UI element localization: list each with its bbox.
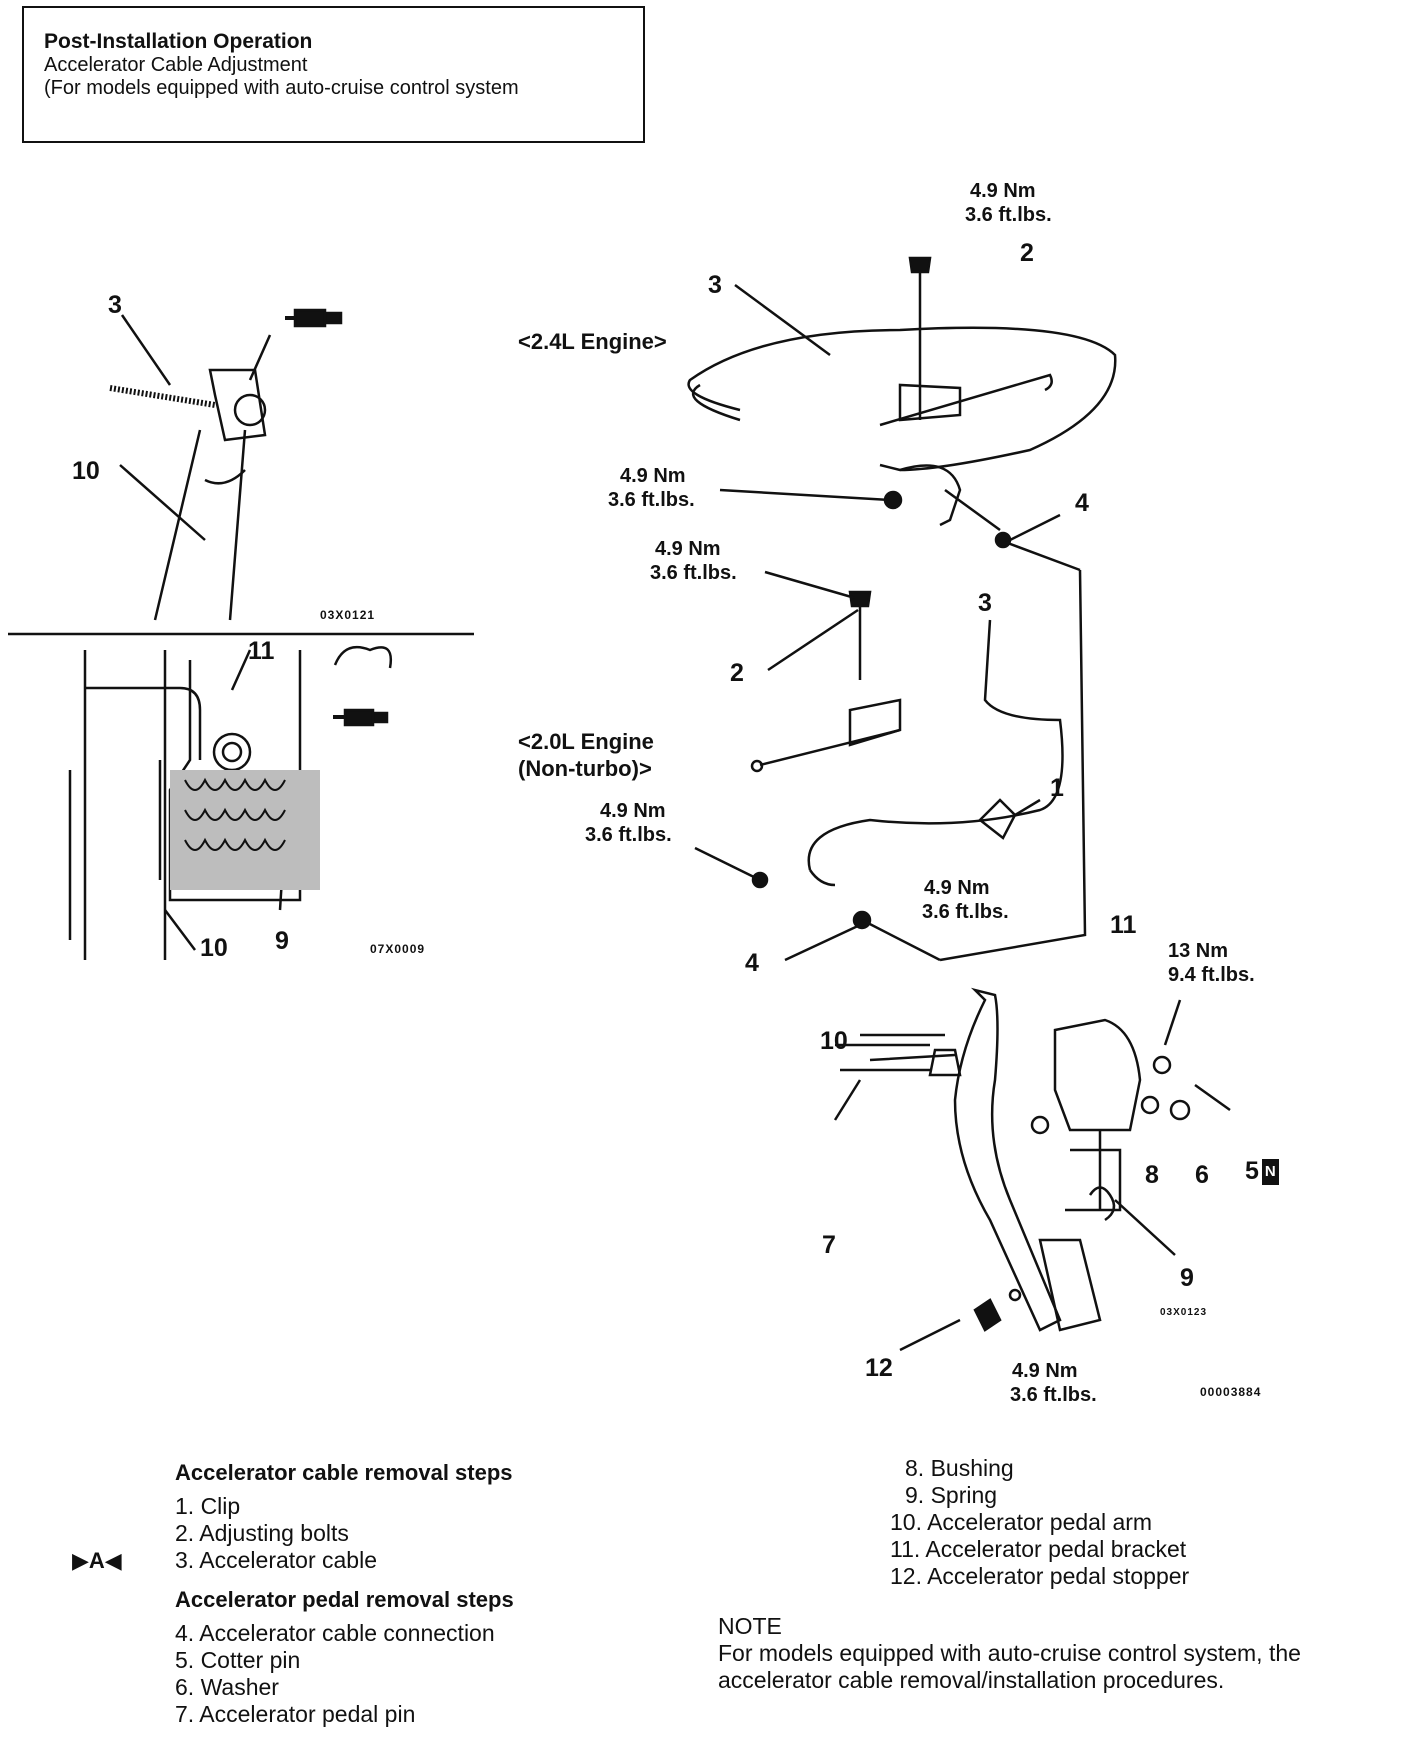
callout-9: 9 [1180, 1264, 1194, 1292]
bracket-20L [848, 698, 902, 747]
torque-top-nm: 4.9 Nm [970, 180, 1036, 202]
inset-spring [184, 777, 286, 851]
pedal-pad [1038, 1238, 1102, 1332]
inset-grease-area [170, 770, 320, 890]
inset-bottom-arm [83, 650, 167, 960]
engine-24L-label: <2.4L Engine> [518, 329, 667, 354]
cable-steps-heading: Accelerator cable removal steps [175, 1460, 513, 1485]
inset-pedal-arm [153, 429, 247, 621]
torque-20L-ft: 3.6 ft.lbs. [585, 824, 672, 846]
note-body: For models equipped with auto-cruise con… [718, 1640, 1301, 1693]
torque-clip-ft: 3.6 ft.lbs. [922, 901, 1009, 923]
callout-10-inset-bottom: 10 [200, 934, 228, 962]
callout-10-inset-top: 10 [72, 457, 100, 485]
torque-mid-ft: 3.6 ft.lbs. [650, 562, 737, 584]
grease-icon-top [285, 308, 343, 328]
code-main: 00003884 [1200, 1385, 1262, 1399]
step-item: 4. Accelerator cable connection [175, 1620, 495, 1646]
callout-3-top: 3 [708, 271, 722, 299]
engine-20L-label-2: (Non-turbo)> [518, 756, 652, 781]
step-item: 9. Spring [905, 1482, 998, 1508]
step-item: 12. Accelerator pedal stopper [890, 1563, 1190, 1589]
pedal-steps-heading: Accelerator pedal removal steps [175, 1587, 514, 1612]
callout-11: 11 [1110, 911, 1137, 939]
code-pedal: 03X0123 [1160, 1307, 1208, 1318]
install-marker-a: ▶A◀ [72, 1548, 122, 1573]
step-item: 10. Accelerator pedal arm [890, 1509, 1153, 1535]
pedal-arm [953, 987, 1062, 1332]
inset-pedal-top [208, 368, 267, 442]
bracket-24L [898, 383, 962, 422]
header-box: Post-Installation Operation Accelerator … [22, 6, 645, 143]
step-item: 3. Accelerator cable [175, 1547, 378, 1573]
step-item: 8. Bushing [905, 1455, 1014, 1481]
code-inset-bottom: 07X0009 [370, 942, 426, 956]
callout-12: 12 [865, 1354, 893, 1382]
inset-pin-circle [233, 393, 267, 427]
torque-mid-nm: 4.9 Nm [655, 538, 721, 560]
callout-4-top: 4 [1075, 489, 1089, 517]
torque-13-ft: 9.4 ft.lbs. [1168, 964, 1255, 986]
inset-cable [109, 385, 216, 408]
cable-24L [687, 326, 1117, 472]
code-inset-top: 03X0121 [320, 608, 376, 622]
inset-bolt [212, 732, 252, 772]
spring-9 [1088, 1186, 1116, 1222]
callout-11-inset: 11 [248, 637, 275, 665]
callout-9-inset: 9 [275, 927, 289, 955]
torque-top-ft: 3.6 ft.lbs. [965, 204, 1052, 226]
pedal-bracket [1053, 1018, 1142, 1132]
callout-4-bottom: 4 [745, 949, 759, 977]
engine-20L-label-1: <2.0L Engine [518, 729, 654, 754]
step-item: 1. Clip [175, 1493, 241, 1519]
callout-6: 6 [1195, 1161, 1209, 1189]
step-item: 2. Adjusting bolts [175, 1520, 349, 1546]
note-heading: NOTE [718, 1613, 782, 1639]
step-item: 6. Washer [175, 1674, 279, 1700]
step-item: 11. Accelerator pedal bracket [890, 1536, 1187, 1562]
torque-24L-nm: 4.9 Nm [620, 465, 686, 487]
grease-icon-bottom [333, 708, 389, 727]
torque-13-nm: 13 Nm [1168, 940, 1229, 962]
header-title: Post-Installation Operation [44, 30, 313, 53]
callout-2-mid: 2 [730, 659, 744, 687]
step-item: 7. Accelerator pedal pin [175, 1701, 416, 1727]
torque-stopper-ft: 3.6 ft.lbs. [1010, 1384, 1097, 1406]
torque-clip-nm: 4.9 Nm [924, 877, 990, 899]
new-part-badge: N [1261, 1159, 1279, 1186]
torque-stopper-nm: 4.9 Nm [1012, 1360, 1078, 1382]
callout-8: 8 [1145, 1161, 1159, 1189]
header-note: (For models equipped with auto-cruise co… [44, 77, 519, 99]
callout-1: 1 [1050, 774, 1064, 802]
torque-20L-nm: 4.9 Nm [600, 800, 666, 822]
header-subtitle: Accelerator Cable Adjustment [44, 54, 308, 76]
callout-7: 7 [822, 1231, 836, 1259]
callout-10: 10 [820, 1027, 848, 1055]
torque-24L-ft: 3.6 ft.lbs. [608, 489, 695, 511]
stopper-12 [973, 1298, 1002, 1332]
cable-20L [807, 619, 1064, 871]
callout-3-mid: 3 [978, 589, 992, 617]
callout-2-top: 2 [1020, 239, 1034, 267]
step-item: 5. Cotter pin [175, 1647, 301, 1673]
callout-3-inset: 3 [108, 291, 122, 319]
